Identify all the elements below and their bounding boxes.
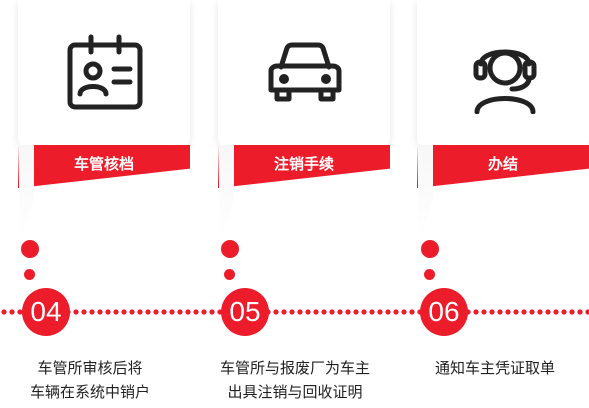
step-desc-1-line2: 车辆在系统中销户 <box>29 383 150 401</box>
step-title-3: 办结 <box>417 145 589 188</box>
step-desc-2: 车管所与报废厂为车主 出具注销与回收证明 <box>190 356 400 404</box>
step-number-3: 06 <box>420 288 468 336</box>
step-dot-2b <box>224 269 235 280</box>
headset-agent-icon <box>468 34 542 118</box>
car-icon <box>265 42 345 106</box>
step-dot-1b <box>24 269 35 280</box>
step-desc-2-line2: 出具注销与回收证明 <box>227 383 363 401</box>
step-desc-3: 通知车主凭证取单 <box>410 356 580 380</box>
step-dot-3a <box>421 240 439 258</box>
step-fold-2 <box>218 145 234 240</box>
step-fold-3 <box>417 145 433 240</box>
step-title-2: 注销手续 <box>218 145 390 188</box>
step-desc-1-line1: 车管所审核后将 <box>37 359 143 377</box>
step-desc-1: 车管所审核后将 车辆在系统中销户 <box>10 356 170 404</box>
step-number-1: 04 <box>22 288 70 336</box>
step-desc-2-line1: 车管所与报废厂为车主 <box>219 359 370 377</box>
id-card-icon <box>67 34 143 114</box>
timeline-dotted-line <box>0 309 589 315</box>
step-card-3 <box>417 0 589 148</box>
step-fold-1 <box>18 145 34 240</box>
step-dot-3b <box>424 269 435 280</box>
step-card-1 <box>18 0 190 148</box>
step-number-2: 05 <box>221 288 269 336</box>
step-desc-3-line1: 通知车主凭证取单 <box>434 359 555 377</box>
step-card-2 <box>218 0 390 148</box>
step-dot-2a <box>221 240 239 258</box>
step-dot-1a <box>21 240 39 258</box>
step-title-1: 车管核档 <box>18 145 190 188</box>
